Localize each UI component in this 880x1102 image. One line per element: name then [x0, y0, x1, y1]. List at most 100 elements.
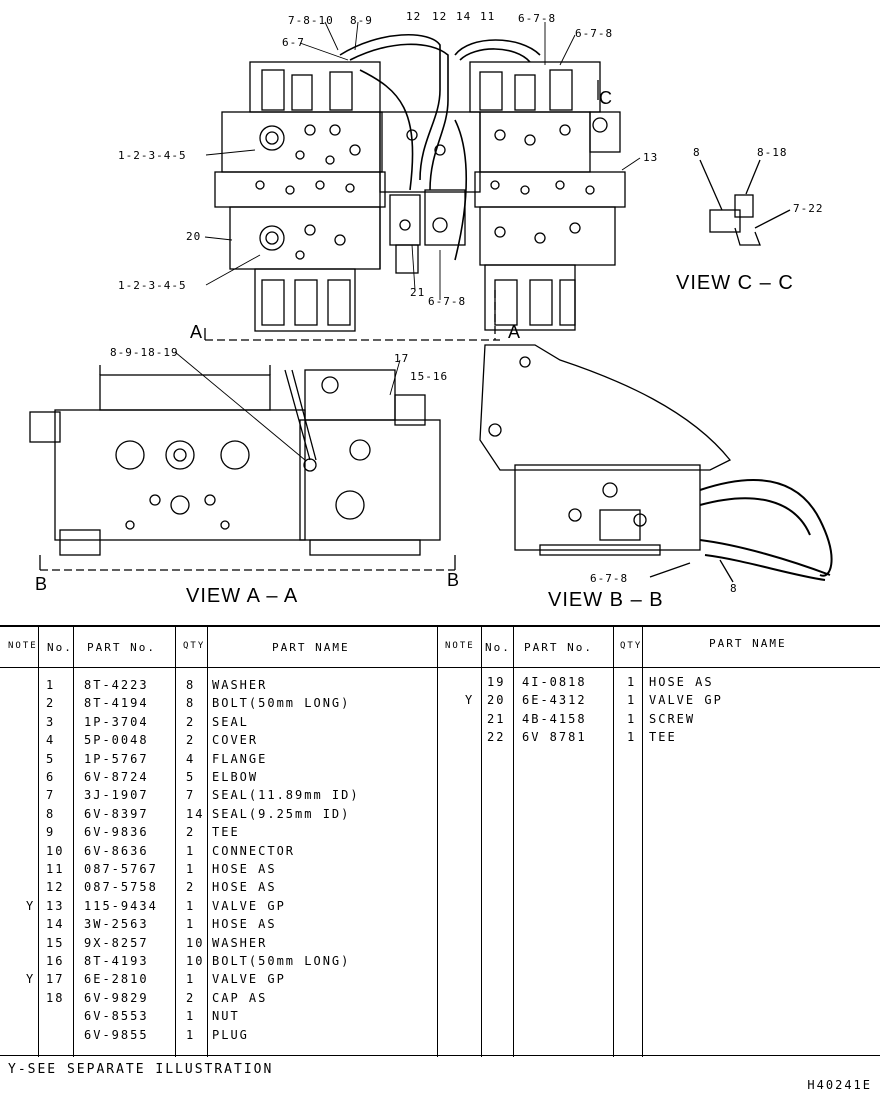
- cell-part-no: 6E-2810: [84, 972, 149, 987]
- cell-part-no: 8T-4223: [84, 678, 149, 692]
- cell-part-name: FLANGE: [212, 751, 268, 766]
- cell-part-no: 1P-5767: [84, 751, 149, 766]
- cell-qty: 2: [186, 880, 196, 895]
- section-mark-c: C: [599, 88, 612, 108]
- cell-part-no: 5P-0048: [84, 733, 149, 748]
- cell-part-no: 087-5767: [84, 862, 158, 876]
- drawing-code: H40241E: [807, 1078, 872, 1092]
- view-title-bb: VIEW B – B: [548, 589, 664, 611]
- cell-note: Y: [26, 898, 36, 913]
- view-cc-detail: [699, 159, 791, 246]
- cell-qty: 14: [186, 806, 205, 821]
- table-row: 12 087-5758 2 HOSE AS: [0, 880, 437, 898]
- view-aa-body: [29, 365, 441, 556]
- callout-label: 8-9-18-19: [110, 346, 179, 359]
- cell-part-name: SCREW: [649, 711, 696, 726]
- cell-part-no: 3J-1907: [84, 788, 149, 803]
- cell-no: 1: [46, 678, 56, 692]
- cell-qty: 1: [627, 675, 637, 689]
- cell-qty: 2: [186, 733, 196, 748]
- cell-part-name: WASHER: [212, 935, 268, 950]
- cell-no: 2: [46, 696, 56, 711]
- cell-part-name: BOLT(50mm LONG): [212, 954, 351, 968]
- callout-label: 6-7-8: [575, 27, 614, 40]
- cell-part-no: 1P-3704: [84, 714, 149, 729]
- cell-qty: 2: [186, 825, 196, 840]
- leader-lines: [174, 21, 641, 461]
- callout-label: 6-7: [282, 36, 305, 49]
- cell-qty: 1: [627, 730, 637, 745]
- callout-label: 21: [410, 286, 426, 299]
- callout-label: 8: [693, 146, 701, 159]
- cell-part-no: 6V-9855: [84, 1027, 149, 1042]
- cell-part-name: HOSE AS: [212, 880, 277, 895]
- cell-part-name: CAP AS: [212, 990, 268, 1005]
- cell-part-no: 8T-4194: [84, 696, 149, 711]
- footer: Y-SEE SEPARATE ILLUSTRATION H40241E: [0, 1055, 880, 1102]
- cell-qty: 8: [186, 678, 196, 692]
- cell-qty: 2: [186, 714, 196, 729]
- cell-qty: 7: [186, 788, 196, 803]
- cell-qty: 2: [186, 990, 196, 1005]
- cell-no: 4: [46, 733, 56, 748]
- table-header: NOTE No. PART No. QTY PART NAME: [437, 627, 880, 668]
- cell-part-name: HOSE AS: [212, 917, 277, 932]
- view-title-cc: VIEW C – C: [676, 272, 794, 294]
- parts-table: NOTE No. PART No. QTY PART NAME 1 8T-4223…: [0, 625, 880, 1057]
- cell-no: 14: [46, 917, 65, 932]
- technical-drawing: 7-8-10 8-9 12 12 14 11 6-7-8 6-7 6-7-8 1…: [29, 10, 833, 611]
- section-mark-b: B: [35, 574, 48, 594]
- top-left-valve-stack: [214, 61, 386, 332]
- cell-qty: 10: [186, 954, 205, 968]
- cell-no: 18: [46, 990, 65, 1005]
- header-qty: QTY: [183, 641, 206, 651]
- cell-part-no: 087-5758: [84, 880, 158, 895]
- cell-qty: 1: [186, 972, 196, 987]
- cell-no: 13: [46, 898, 65, 913]
- header-part-name: PART NAME: [272, 641, 350, 654]
- cell-no: 20: [487, 693, 506, 708]
- callout-label: 6-7-8: [428, 295, 467, 308]
- callout-label: 8-9: [350, 14, 373, 27]
- cell-no: 7: [46, 788, 56, 803]
- cell-no: 11: [46, 862, 65, 876]
- cell-part-name: TEE: [212, 825, 240, 840]
- cell-part-name: VALVE GP: [212, 898, 286, 913]
- cell-part-name: VALVE GP: [649, 693, 723, 708]
- cell-part-no: 6V-9836: [84, 825, 149, 840]
- cell-qty: 1: [186, 1027, 196, 1042]
- header-part-no: PART No.: [524, 641, 593, 654]
- table-header: NOTE No. PART No. QTY PART NAME: [0, 627, 437, 668]
- header-no: No.: [485, 641, 511, 654]
- callout-label: 20: [186, 230, 202, 243]
- section-line-aa: [205, 290, 500, 341]
- callout-label: 13: [643, 151, 659, 164]
- callout-label: 8-18: [757, 146, 788, 159]
- cell-no: 3: [46, 714, 56, 729]
- cell-part-name: CONNECTOR: [212, 843, 296, 858]
- cell-no: 8: [46, 806, 56, 821]
- section-mark-b: B: [447, 570, 460, 590]
- cell-part-no: 6V-8636: [84, 843, 149, 858]
- cell-qty: 1: [186, 917, 196, 932]
- cell-no: 12: [46, 880, 65, 895]
- top-center-valve: [379, 111, 481, 274]
- parts-table-left: NOTE No. PART No. QTY PART NAME 1 8T-4223…: [0, 627, 437, 1057]
- cell-no: 6: [46, 770, 56, 784]
- cell-part-no: 6V-9829: [84, 990, 149, 1005]
- cell-note: Y: [465, 693, 475, 708]
- callout-label: 7-8-10: [288, 14, 334, 27]
- cell-part-no: 6V 8781: [522, 730, 587, 745]
